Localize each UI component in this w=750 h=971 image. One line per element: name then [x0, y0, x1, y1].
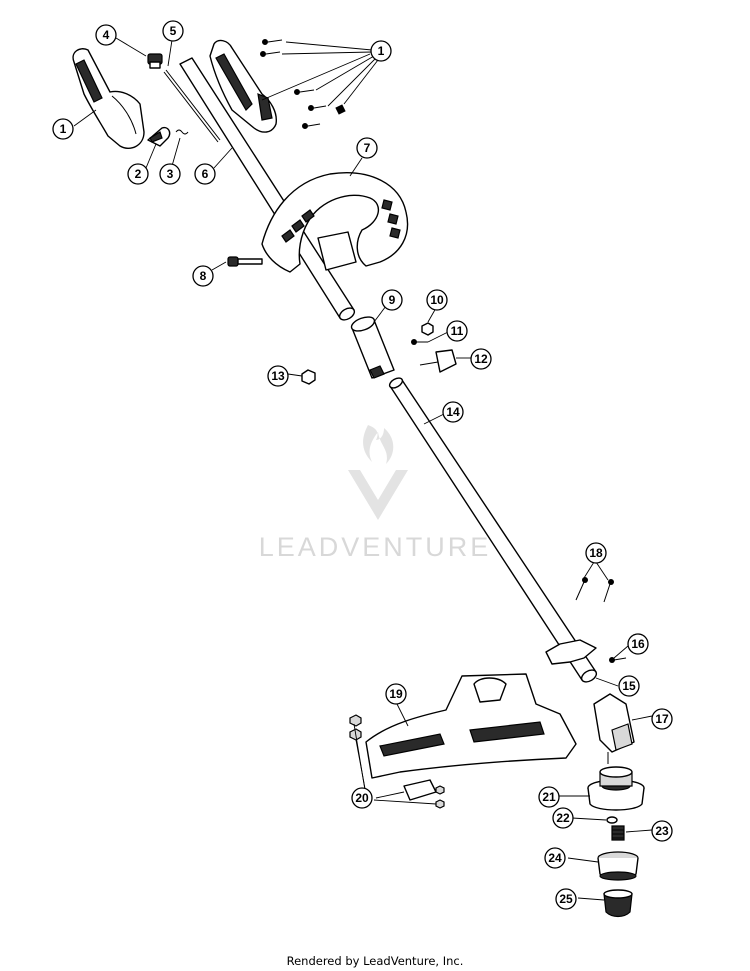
- callout-3: 3: [159, 163, 181, 185]
- callout-19: 19: [385, 683, 407, 705]
- leader-lines: [73, 37, 653, 901]
- svg-text:7: 7: [364, 141, 371, 155]
- callout-17: 17: [651, 708, 673, 730]
- svg-text:19: 19: [389, 687, 403, 701]
- lower-shaft: [388, 377, 598, 683]
- svg-text:11: 11: [451, 324, 464, 338]
- callout-13: 13: [267, 365, 289, 387]
- svg-text:14: 14: [446, 405, 460, 419]
- shaft-coupler: [350, 316, 395, 379]
- callout-21: 21: [538, 786, 560, 808]
- svg-text:3: 3: [167, 167, 174, 181]
- svg-text:1: 1: [60, 122, 67, 136]
- bump-knob: [603, 889, 633, 918]
- washer: [606, 816, 618, 824]
- callout-1b: 1: [52, 118, 74, 140]
- coupler-screw: [411, 339, 428, 345]
- callout-24: 24: [544, 847, 566, 869]
- callout-11: 11: [446, 320, 468, 342]
- shaft-bracket: [545, 639, 597, 665]
- callout-12: 12: [470, 348, 492, 370]
- coupler-nut: [421, 322, 434, 336]
- svg-text:10: 10: [430, 293, 444, 307]
- svg-text:24: 24: [548, 851, 562, 865]
- callout-8: 8: [192, 265, 214, 287]
- svg-text:23: 23: [655, 824, 669, 838]
- watermark-logo: [348, 425, 408, 520]
- svg-text:25: 25: [559, 892, 573, 906]
- svg-text:18: 18: [589, 546, 603, 560]
- assist-handle: [261, 172, 409, 273]
- gear-head: [593, 693, 635, 764]
- switch: [147, 53, 163, 69]
- spool-housing: [587, 766, 645, 811]
- svg-text:6: 6: [202, 167, 209, 181]
- callout-22: 22: [552, 807, 574, 829]
- callout-6: 6: [194, 163, 216, 185]
- line-spool: [597, 851, 639, 881]
- grip-screws: [260, 39, 346, 129]
- footer-credit: Rendered by LeadVenture, Inc.: [286, 954, 464, 968]
- callout-20: 20: [351, 787, 373, 809]
- callout-2: 2: [127, 163, 149, 185]
- callout-16: 16: [627, 633, 649, 655]
- svg-text:20: 20: [355, 791, 369, 805]
- svg-text:4: 4: [103, 28, 110, 42]
- grip-left-half: [72, 48, 145, 150]
- callout-10: 10: [426, 289, 448, 311]
- bolts: [575, 577, 614, 603]
- handle-bolt: [227, 256, 263, 267]
- callout-1a: 1: [370, 40, 392, 62]
- trigger: [147, 126, 171, 147]
- spool-spring: [611, 825, 625, 841]
- callout-7: 7: [356, 137, 378, 159]
- bracket-screw: [609, 657, 627, 663]
- watermark-text: LEADVENTURE: [258, 532, 492, 562]
- grip-right-half: [209, 39, 277, 133]
- debris-guard: [365, 673, 577, 779]
- callout-5: 5: [162, 20, 184, 42]
- svg-text:21: 21: [542, 790, 556, 804]
- callout-25: 25: [555, 888, 577, 910]
- svg-text:9: 9: [389, 293, 396, 307]
- hex-nut: [301, 369, 316, 385]
- guard-plate-and-nuts: [349, 714, 445, 809]
- callout-18: 18: [585, 542, 607, 564]
- svg-text:5: 5: [170, 24, 177, 38]
- svg-text:1: 1: [378, 44, 385, 58]
- callout-9: 9: [381, 289, 403, 311]
- callout-15: 15: [618, 675, 640, 697]
- trigger-spring: [175, 129, 189, 135]
- svg-text:17: 17: [655, 712, 669, 726]
- callout-4: 4: [95, 24, 117, 46]
- svg-text:2: 2: [135, 167, 142, 181]
- svg-text:13: 13: [271, 369, 285, 383]
- svg-text:22: 22: [556, 811, 570, 825]
- svg-text:16: 16: [631, 637, 645, 651]
- svg-text:8: 8: [200, 269, 207, 283]
- svg-text:15: 15: [622, 679, 636, 693]
- coupler-knob: [419, 349, 457, 373]
- callout-23: 23: [651, 820, 673, 842]
- callout-14: 14: [442, 401, 464, 423]
- wire: [163, 69, 221, 143]
- svg-text:12: 12: [474, 352, 488, 366]
